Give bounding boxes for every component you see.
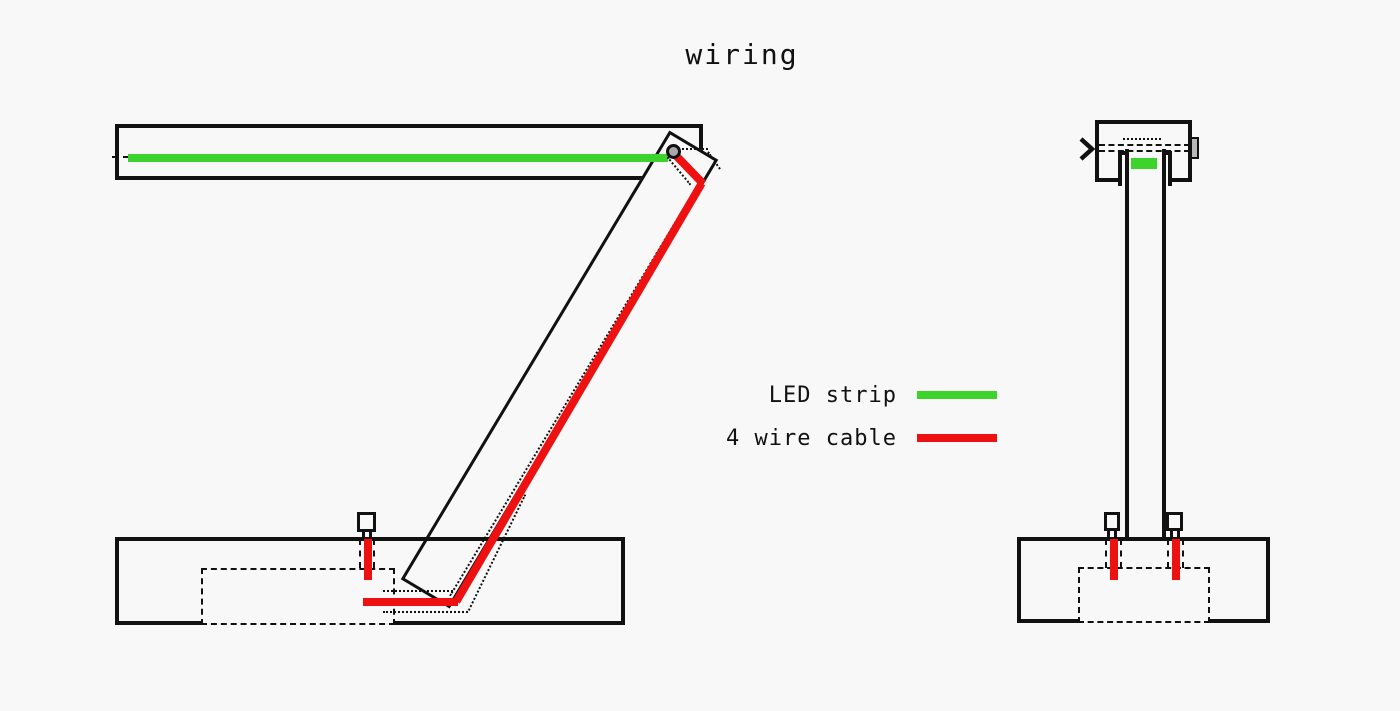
power-connector-front bbox=[357, 512, 376, 532]
base-cavity-outline-front bbox=[201, 568, 395, 625]
connector-stem-side-left bbox=[1107, 529, 1117, 537]
cable-connector-drop bbox=[364, 539, 372, 580]
cable-drop-side-left bbox=[1110, 539, 1118, 580]
cable-swatch bbox=[917, 434, 997, 442]
led-strip-hidden-outline bbox=[1123, 138, 1161, 140]
lamp-arm-side bbox=[1125, 149, 1166, 537]
led-strip-lead-dash bbox=[112, 156, 129, 158]
connector-tab-icon bbox=[1190, 137, 1199, 159]
power-connector-side-left bbox=[1104, 512, 1120, 531]
legend-label-led-strip: LED strip bbox=[768, 383, 897, 408]
cable-entry-arrow-icon bbox=[1079, 137, 1096, 161]
wire-channel-dotted-pivot bbox=[677, 148, 708, 150]
legend-label-4-wire-cable: 4 wire cable bbox=[726, 426, 897, 451]
connector-hidden-edge-side-4 bbox=[1182, 539, 1184, 568]
pivot-joint-icon bbox=[666, 144, 681, 159]
page-title: wiring bbox=[685, 38, 799, 71]
led-strip-front bbox=[128, 154, 668, 162]
power-connector-side-right bbox=[1166, 512, 1183, 531]
connector-stem-side-right bbox=[1170, 529, 1180, 537]
connector-hidden-edge-side-3 bbox=[1167, 539, 1169, 568]
cable-base-segment bbox=[363, 598, 458, 606]
wire-channel-dotted-top bbox=[383, 590, 453, 592]
connector-stem-front bbox=[362, 530, 372, 538]
connector-hidden-edge-left bbox=[359, 539, 361, 568]
wire-channel-dotted-bottom bbox=[383, 611, 468, 613]
lamp-head-front bbox=[115, 124, 703, 180]
base-cavity-outline-side bbox=[1078, 567, 1210, 623]
connector-hidden-edge-right bbox=[373, 539, 375, 568]
cable-drop-side-right bbox=[1172, 539, 1180, 580]
led-strip-swatch bbox=[917, 391, 997, 399]
head-centerline-dash-lower bbox=[1099, 150, 1190, 152]
head-centerline-dash-upper bbox=[1099, 144, 1190, 146]
connector-hidden-edge-side-1 bbox=[1105, 539, 1107, 568]
led-strip-side bbox=[1131, 158, 1157, 169]
connector-hidden-edge-side-2 bbox=[1120, 539, 1122, 568]
